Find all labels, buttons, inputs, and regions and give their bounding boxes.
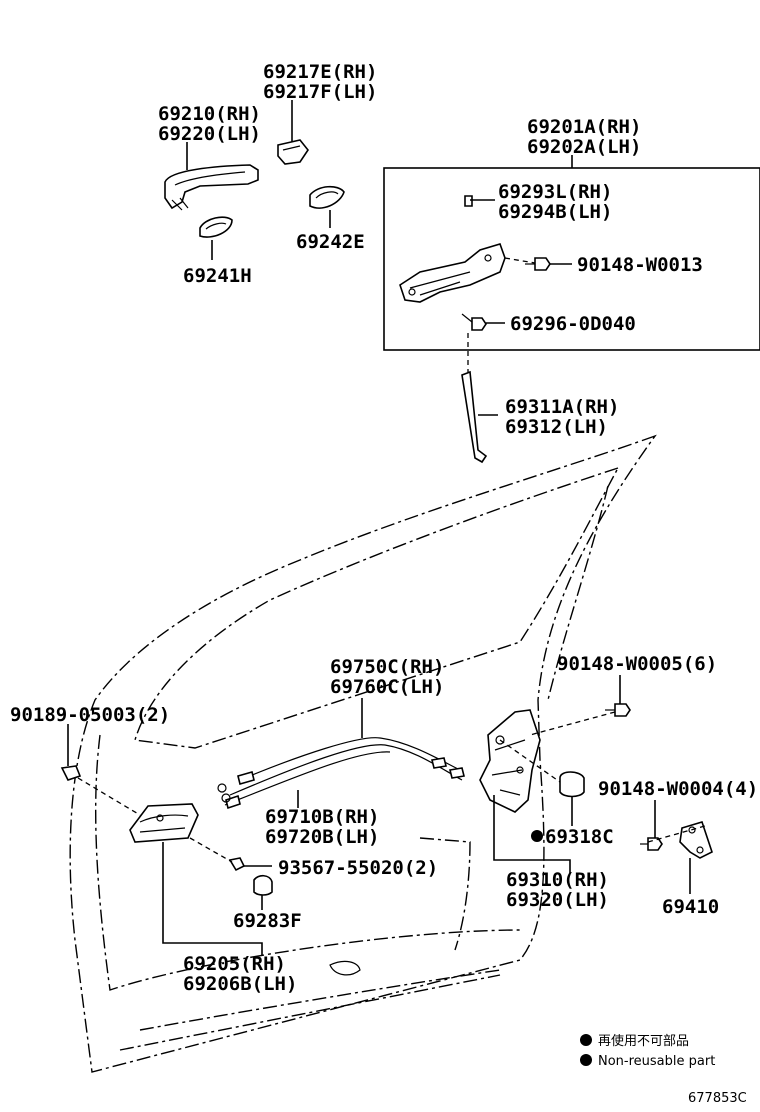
label-69311-rh: 69311A(RH) [505, 396, 619, 418]
label-69310-lh: 69320(LH) [506, 889, 609, 911]
label-69310-rh: 69310(RH) [506, 869, 609, 891]
door-outline [69, 434, 657, 1073]
label-90189: 90189-05003(2) [10, 704, 170, 726]
handle-cover [277, 139, 309, 165]
non-reusable-marker-69318 [531, 830, 543, 842]
clip-90189 [60, 765, 82, 781]
guide-lines [77, 257, 706, 863]
label-69217-rh: 69217E(RH) [263, 61, 377, 83]
striker-69410 [679, 821, 713, 859]
label-69410: 69410 [662, 896, 719, 918]
legend-jp: 再使用不可部品 [598, 1033, 689, 1049]
handle-pad-rear [309, 185, 345, 209]
drawing-code: 677853C [688, 1091, 747, 1106]
label-90148-w0013: 90148-W0013 [577, 254, 703, 276]
screw-90148-w0013 [525, 257, 551, 271]
inside-door-handle [129, 803, 199, 843]
legend-en: Non-reusable part [598, 1054, 715, 1069]
screw-90148-w0004 [640, 837, 663, 851]
screw-90148-w0005 [605, 703, 631, 717]
label-93567: 93567-55020(2) [278, 857, 438, 879]
lock-cables [217, 737, 465, 810]
door-lock-rod [461, 370, 488, 464]
label-69210-lh: 69220(LH) [158, 123, 261, 145]
label-69293-rh: 69293L(RH) [498, 181, 612, 203]
handle-frame [399, 195, 506, 303]
legend-marker-en [580, 1054, 592, 1066]
label-69210-rh: 69210(RH) [158, 103, 261, 125]
outside-door-handle [164, 164, 259, 211]
label-69201-lh: 69202A(LH) [527, 136, 641, 158]
label-69283: 69283F [233, 910, 302, 932]
legend-marker-jp [580, 1034, 592, 1046]
label-69205-rh: 69205(RH) [183, 953, 286, 975]
label-69205-lh: 69206B(LH) [183, 973, 297, 995]
screw-93567 [228, 857, 246, 872]
part-labels: 69217E(RH) 69217F(LH) 69210(RH) 69220(LH… [10, 61, 758, 995]
label-69750-rh: 69750C(RH) [330, 656, 444, 678]
label-69710-rh: 69710B(RH) [265, 806, 379, 828]
label-69296: 69296-0D040 [510, 313, 636, 335]
label-90148-w0005: 90148-W0005(6) [557, 653, 717, 675]
label-69242: 69242E [296, 231, 365, 253]
cap-69283 [253, 874, 273, 896]
label-69201-rh: 69201A(RH) [527, 116, 641, 138]
bolt-69296 [461, 313, 487, 331]
handle-pad-front [199, 216, 233, 238]
label-69217-lh: 69217F(LH) [263, 81, 377, 103]
leader-lines [67, 100, 691, 955]
label-69750-lh: 69760C(LH) [330, 676, 444, 698]
door-lock-assembly [479, 709, 541, 813]
label-69318: 69318C [545, 826, 614, 848]
label-90148-w0004: 90148-W0004(4) [598, 778, 758, 800]
label-69241: 69241H [183, 265, 252, 287]
label-69293-lh: 69294B(LH) [498, 201, 612, 223]
label-69710-lh: 69720B(LH) [265, 826, 379, 848]
cover-69318 [559, 771, 585, 798]
label-69311-lh: 69312(LH) [505, 416, 608, 438]
legend: 再使用不可部品 Non-reusable part [580, 1033, 715, 1069]
